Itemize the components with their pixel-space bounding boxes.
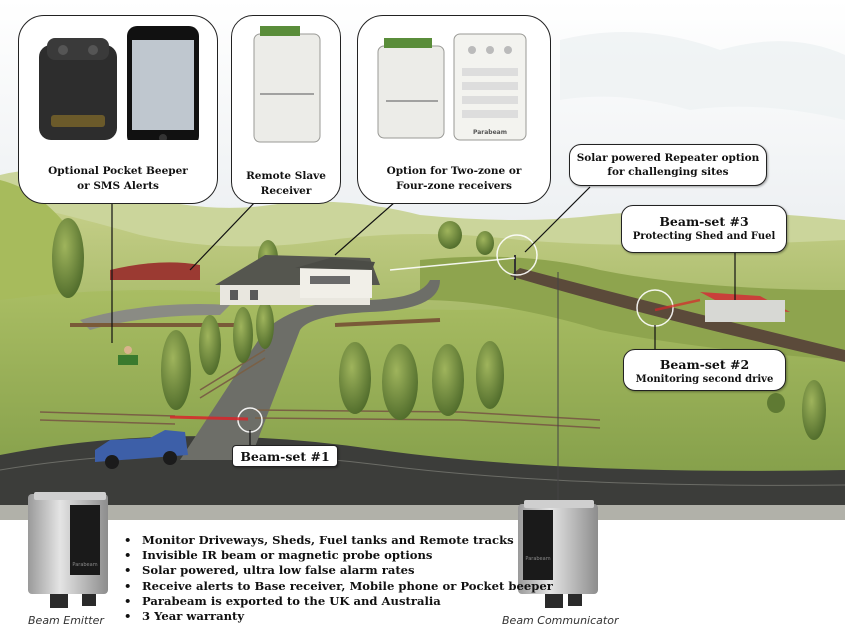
callout-pocket-beeper: Optional Pocket Beeper or SMS Alerts <box>18 15 218 204</box>
feature-list: Monitor Driveways, Sheds, Fuel tanks and… <box>124 533 553 624</box>
farmhouse <box>215 255 380 305</box>
driveway <box>180 330 300 460</box>
repeater-line1: Solar powered Repeater option <box>576 152 760 164</box>
callout-repeater: Solar powered Repeater option for challe… <box>569 144 767 186</box>
pocket-beeper-line2: or SMS Alerts <box>77 180 159 192</box>
callout-zone-receivers: Parabeam Option for Two-zone or Four-zone… <box>357 15 551 204</box>
emitter-caption: Beam Emitter <box>28 614 104 627</box>
second-drive <box>510 268 845 362</box>
lawn-mower <box>118 346 138 365</box>
feature-item: Receive alerts to Base receiver, Mobile … <box>124 579 553 594</box>
beam2-title: Beam-set #2 <box>659 357 750 372</box>
beam2-subtitle: Monitoring second drive <box>635 374 774 385</box>
beam3-subtitle: Protecting Shed and Fuel <box>632 231 776 242</box>
pager-and-phone-icons <box>39 26 199 140</box>
slave-receiver-line2: Receiver <box>260 185 312 197</box>
zone-receivers-line2: Four-zone receivers <box>396 180 512 192</box>
callout-beam-set-2: Beam-set #2 Monitoring second drive <box>623 349 786 391</box>
zone-receivers-line1: Option for Two-zone or <box>386 165 522 177</box>
beam3-title: Beam-set #3 <box>659 214 749 229</box>
receiver-brand-label: Parabeam <box>473 129 507 136</box>
feature-item: Monitor Driveways, Sheds, Fuel tanks and… <box>124 533 553 548</box>
slave-receiver-line1: Remote Slave <box>246 170 326 182</box>
ir-beam-1 <box>169 415 249 421</box>
callout-beam-set-3: Beam-set #3 Protecting Shed and Fuel <box>621 205 787 253</box>
vehicle <box>95 430 188 469</box>
repeater-line2: for challenging sites <box>607 166 729 178</box>
shed <box>110 262 790 322</box>
feature-item: 3 Year warranty <box>124 609 553 624</box>
pocket-beeper-line1: Optional Pocket Beeper <box>48 165 188 177</box>
slave-receiver-icon <box>253 26 321 143</box>
zone-receivers-icon: Parabeam <box>377 33 527 141</box>
feature-item: Parabeam is exported to the UK and Austr… <box>124 594 553 609</box>
callout-beam-set-1: Beam-set #1 <box>232 445 338 467</box>
feature-item: Solar powered, ultra low false alarm rat… <box>124 563 553 578</box>
feature-item: Invisible IR beam or magnetic probe opti… <box>124 548 553 563</box>
communicator-caption: Beam Communicator <box>502 614 619 627</box>
